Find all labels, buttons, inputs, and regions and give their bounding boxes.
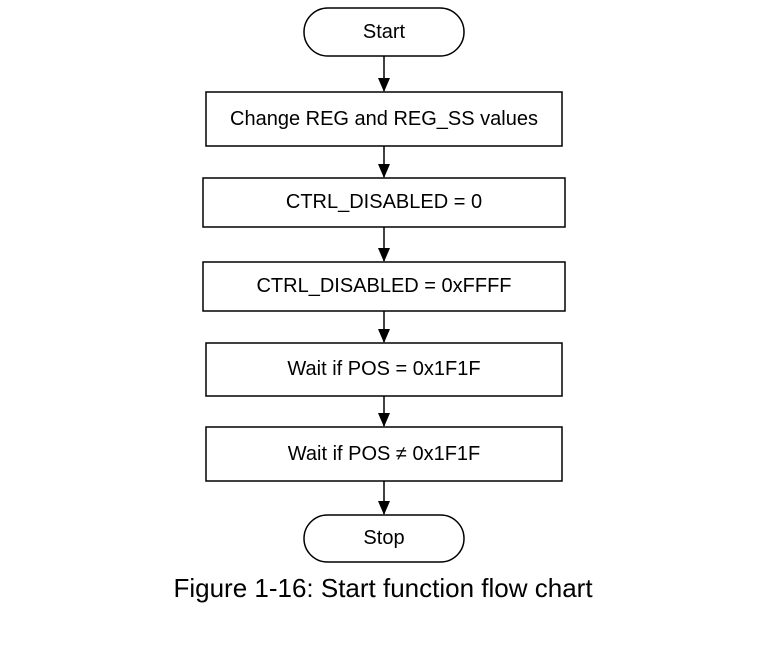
stop-terminal-label: Stop	[363, 527, 404, 549]
stop-terminal: Stop	[303, 514, 465, 563]
process-ctrl-disabled-0-label: CTRL_DISABLED = 0	[286, 191, 482, 213]
process-wait-pos-neq-label: Wait if POS ≠ 0x1F1F	[288, 443, 481, 465]
process-ctrl-disabled-ffff: CTRL_DISABLED = 0xFFFF	[202, 261, 566, 312]
process-wait-pos-eq-label: Wait if POS = 0x1F1F	[287, 358, 480, 380]
figure-caption: Figure 1-16: Start function flow chart	[173, 573, 593, 603]
process-change-reg-label: Change REG and REG_SS values	[230, 108, 538, 130]
start-terminal: Start	[303, 7, 465, 57]
process-wait-pos-neq: Wait if POS ≠ 0x1F1F	[205, 426, 563, 482]
process-wait-pos-eq: Wait if POS = 0x1F1F	[205, 342, 563, 397]
process-ctrl-disabled-0: CTRL_DISABLED = 0	[202, 177, 566, 228]
process-change-reg: Change REG and REG_SS values	[205, 91, 563, 147]
start-terminal-label: Start	[363, 21, 406, 43]
process-ctrl-disabled-ffff-label: CTRL_DISABLED = 0xFFFF	[256, 275, 511, 297]
flowchart-diagram: Start Change REG and REG_SS values CTRL_…	[202, 7, 566, 563]
